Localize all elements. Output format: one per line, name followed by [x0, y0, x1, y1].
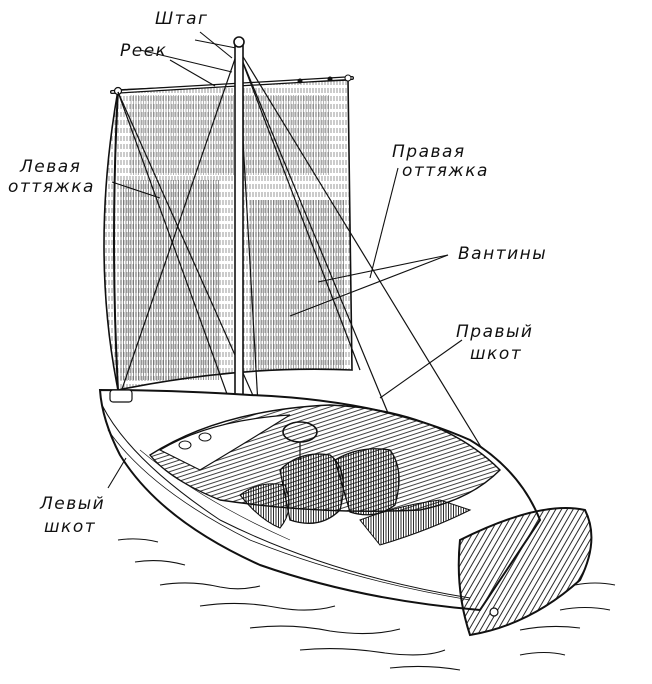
- label-right-vang-line2: оттяжка: [402, 161, 489, 181]
- label-left-sheet-line1: Левый: [40, 494, 106, 514]
- label-right-sheet-line1: Правый: [456, 322, 534, 342]
- label-yard: Реек: [120, 41, 168, 61]
- sail: [103, 79, 353, 391]
- label-stay: Штаг: [155, 9, 209, 29]
- label-left-sheet-line2: шкот: [44, 517, 97, 537]
- leader-lines: [107, 31, 463, 489]
- yard: [110, 74, 354, 96]
- label-left-vang-line2: оттяжка: [8, 177, 95, 197]
- label-right-vang-line1: Правая: [392, 142, 466, 162]
- label-right-sheet-line2: шкот: [470, 344, 523, 364]
- label-shrouds: Вантины: [458, 244, 548, 264]
- water-strokes: [117, 538, 616, 671]
- label-left-vang-line1: Левая: [20, 157, 82, 177]
- hull: [98, 388, 593, 637]
